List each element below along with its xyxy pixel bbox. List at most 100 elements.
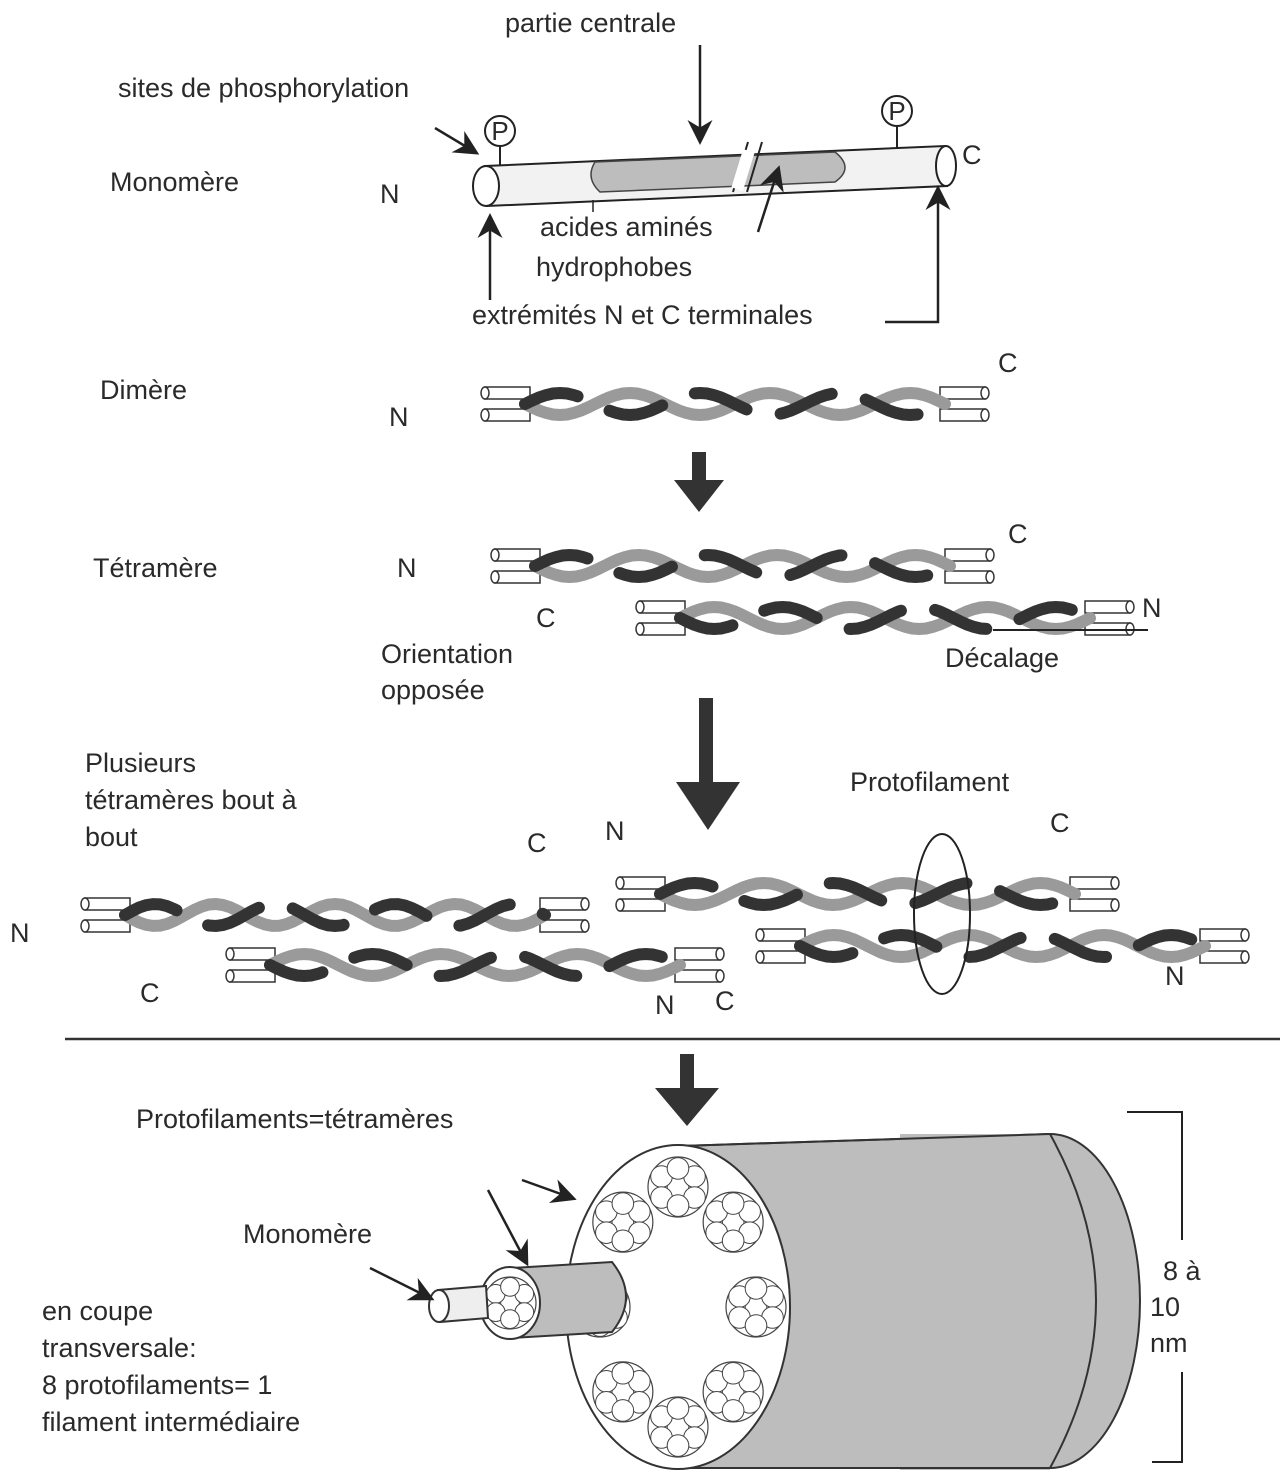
arrow-filament [522,1180,572,1198]
rod-end [540,898,585,910]
label-orientation: Orientation [381,639,513,669]
rod-tip [1241,951,1249,963]
rod-tip [491,571,499,583]
label-opposee: opposée [381,675,485,705]
monomer-section [667,1158,689,1180]
rod-tip [636,601,644,613]
rod-end [675,948,720,960]
label-monomere-n: N [380,179,400,209]
monomer-section [612,1230,634,1252]
rod-end [495,549,540,561]
monomer-section [612,1193,634,1215]
label-extremites: extrémités N et C terminales [472,300,813,330]
rod-tip [1111,877,1119,889]
label-proto-n-2: N [655,990,675,1020]
label-plusieurs-1: Plusieurs [85,748,196,778]
rod-tip [81,920,89,932]
arrow-down-3 [655,1054,719,1126]
rod-tip [636,623,644,635]
rod-end [485,387,530,399]
rod-end [495,571,540,583]
rod-end [640,623,685,635]
label-monomere: Monomère [110,167,239,197]
label-proto-n-right: N [1165,961,1185,991]
label-sites-phospho: sites de phosphorylation [118,73,409,103]
rod-tip [981,387,989,399]
monomer-section [745,1315,767,1337]
rod-end [540,920,585,932]
label-proto-c-left: C [140,978,160,1008]
label-dimere: Dimère [100,375,187,405]
protofilament-cylinder [429,1262,626,1339]
label-proto-n-left: N [10,918,30,948]
rod-end [620,899,665,911]
arrow-monomere [370,1268,430,1298]
label-monomere-c: C [962,140,982,170]
rod-end [760,951,805,963]
rod-tip [1111,899,1119,911]
rod-tip [481,409,489,421]
label-dimere-n: N [389,402,409,432]
rod-tip [716,948,724,960]
label-tetramere-c-bottom: C [536,603,556,633]
monomer-section [667,1398,689,1420]
monomer-section [722,1362,744,1384]
monomer-section [667,1195,689,1217]
tetramer-coils [491,549,1134,635]
monomer-section [612,1400,634,1422]
monomer-section [722,1193,744,1215]
label-size-3: nm [1150,1328,1188,1358]
label-proto-c-3: C [715,986,735,1016]
rod-end [760,929,805,941]
rod-tip [1126,601,1134,613]
phospho-site-right: P [882,96,912,148]
rod-tip [986,549,994,561]
p-label-left: P [491,116,508,146]
rod-end [1200,929,1245,941]
rod-tip [981,409,989,421]
rod-end [1070,899,1115,911]
label-plusieurs-2: tétramères bout à [85,785,298,815]
dimer-coil [481,387,989,421]
rod-end [230,970,275,982]
rod-end [1200,951,1245,963]
label-size-1: 8 à [1163,1256,1202,1286]
label-tetramere: Tétramère [93,553,218,583]
label-plusieurs-3: bout [85,822,138,852]
protofilament-ring [914,834,970,994]
rod-end [485,409,530,421]
label-tetramere-c-top: C [1008,519,1028,549]
rod-tip [81,898,89,910]
label-partie-centrale: partie centrale [505,8,676,38]
label-dimere-c: C [998,348,1018,378]
label-coupe-3: 8 protofilaments= 1 [42,1370,272,1400]
label-hydrophobes: hydrophobes [536,252,692,282]
monomer-section [745,1278,767,1300]
rod-end [1085,601,1130,613]
rod-end [945,549,990,561]
monomer-rod [473,142,956,206]
monomer-section [612,1362,634,1384]
label-acides-amines: acides aminés [540,212,713,242]
monomer-section [722,1400,744,1422]
label-tetramere-n-right: N [1142,593,1162,623]
label-coupe-1: en coupe [42,1296,153,1326]
label-proto-c-2: C [1050,808,1070,838]
rod-tip [226,970,234,982]
rod-tip [616,899,624,911]
label-coupe-4: filament intermédiaire [42,1407,300,1437]
monomer-section [667,1435,689,1457]
label-decalage: Décalage [945,643,1059,673]
label-protofilaments-eq: Protofilaments=tétramères [136,1104,453,1134]
label-proto-n-1: N [605,816,625,846]
rod-end [640,601,685,613]
rod-tip [616,877,624,889]
rod-tip [756,929,764,941]
arrow-phospho [435,128,475,152]
p-label-right: P [888,96,905,126]
protofilament-coils [81,877,1249,982]
arrow-c-terminal [885,190,938,322]
rod-tip [756,951,764,963]
